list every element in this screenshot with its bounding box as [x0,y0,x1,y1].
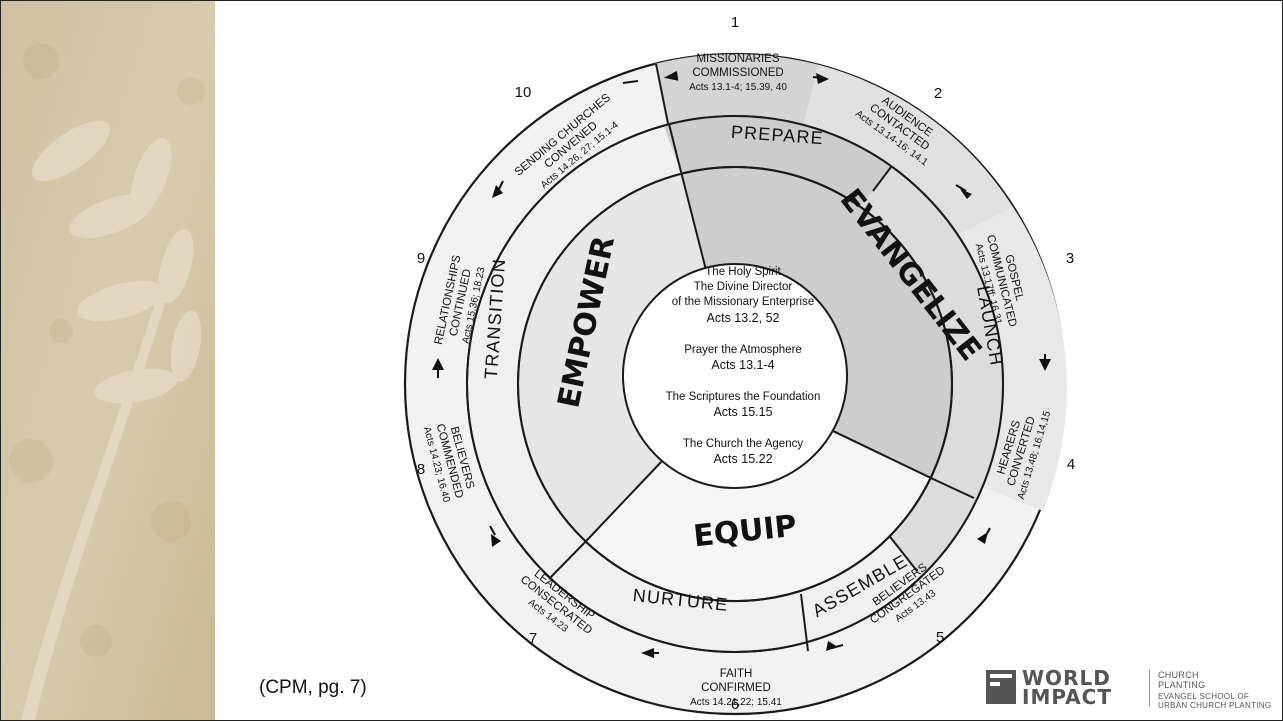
arrow-6-to-7 [641,648,654,658]
step10-number: 10 [515,84,532,101]
center-circle [622,263,848,489]
logo-divider [1149,670,1150,706]
wheat-texture-panel [1,1,215,720]
direction-arrows [432,70,1051,658]
step4-number: 4 [1067,456,1075,473]
step3-number: 3 [1066,250,1074,267]
center-line-6: Acts 13.1-4 [711,358,774,372]
logo-sub-urban: URBAN CHURCH PLANTING [1158,701,1272,710]
step6-ref: Acts 14.21,22; 15.41 [690,697,782,708]
step6-line2: CONFIRMED [701,682,771,694]
step1-number: 1 [731,14,739,31]
launch-stage-shade [735,116,1004,577]
citation: (CPM, pg. 7) [259,677,367,698]
center-line-1: The Holy Spirit [705,266,781,278]
logo-mark-icon [986,670,1016,704]
outer-ring-step2-shade [801,64,1013,237]
step2-number: 2 [934,85,942,102]
arrow-5-to-6 [826,641,838,651]
step6-number: 6 [731,696,739,713]
center-line-4: Acts 13.2, 52 [707,311,780,325]
arrow-9-to-10 [492,185,503,198]
logo-word-world: WORLD [1022,666,1111,690]
arrow-2-to-3 [960,189,972,199]
logo-word-impact: IMPACT [1022,685,1112,709]
center-line-10: Acts 15.22 [713,452,772,466]
step5-number: 5 [936,629,944,646]
arrow-8-to-9 [432,358,444,370]
center-line-5: Prayer the Atmosphere [684,344,802,356]
center-line-8: Acts 15.15 [713,405,772,419]
step1-line1: MISSIONARIES [696,53,779,65]
logo-sub-church: CHURCH [1158,670,1199,680]
arrow-7-to-8 [491,534,501,547]
center-line-2: The Divine Director [694,281,793,293]
arrow-shafts [437,76,1046,654]
center-line-7: The Scriptures the Foundation [666,391,821,403]
logo-sub-evangel: EVANGEL SCHOOL OF [1158,692,1250,701]
step6-line1: FAITH [720,668,753,680]
logo-sub-planting: PLANTING [1158,680,1206,690]
step1-line2: COMMISSIONED [692,67,783,79]
prepare-stage-shade [664,116,892,207]
arrow-10-to-1 [663,70,679,81]
outer-ring-step1-shade [655,54,819,132]
step8-number: 8 [417,461,425,478]
step1-ref: Acts 13.1-4; 15.39, 40 [689,82,787,93]
world-impact-logo: WORLD IMPACT CHURCH PLANTING EVANGEL SCH… [986,664,1276,710]
center-line-3: of the Missionary Enterprise [672,296,815,308]
step7-number: 7 [529,630,537,647]
arrow-3-to-4 [1039,359,1051,371]
step9-number: 9 [417,250,425,267]
center-line-9: The Church the Agency [683,438,803,450]
